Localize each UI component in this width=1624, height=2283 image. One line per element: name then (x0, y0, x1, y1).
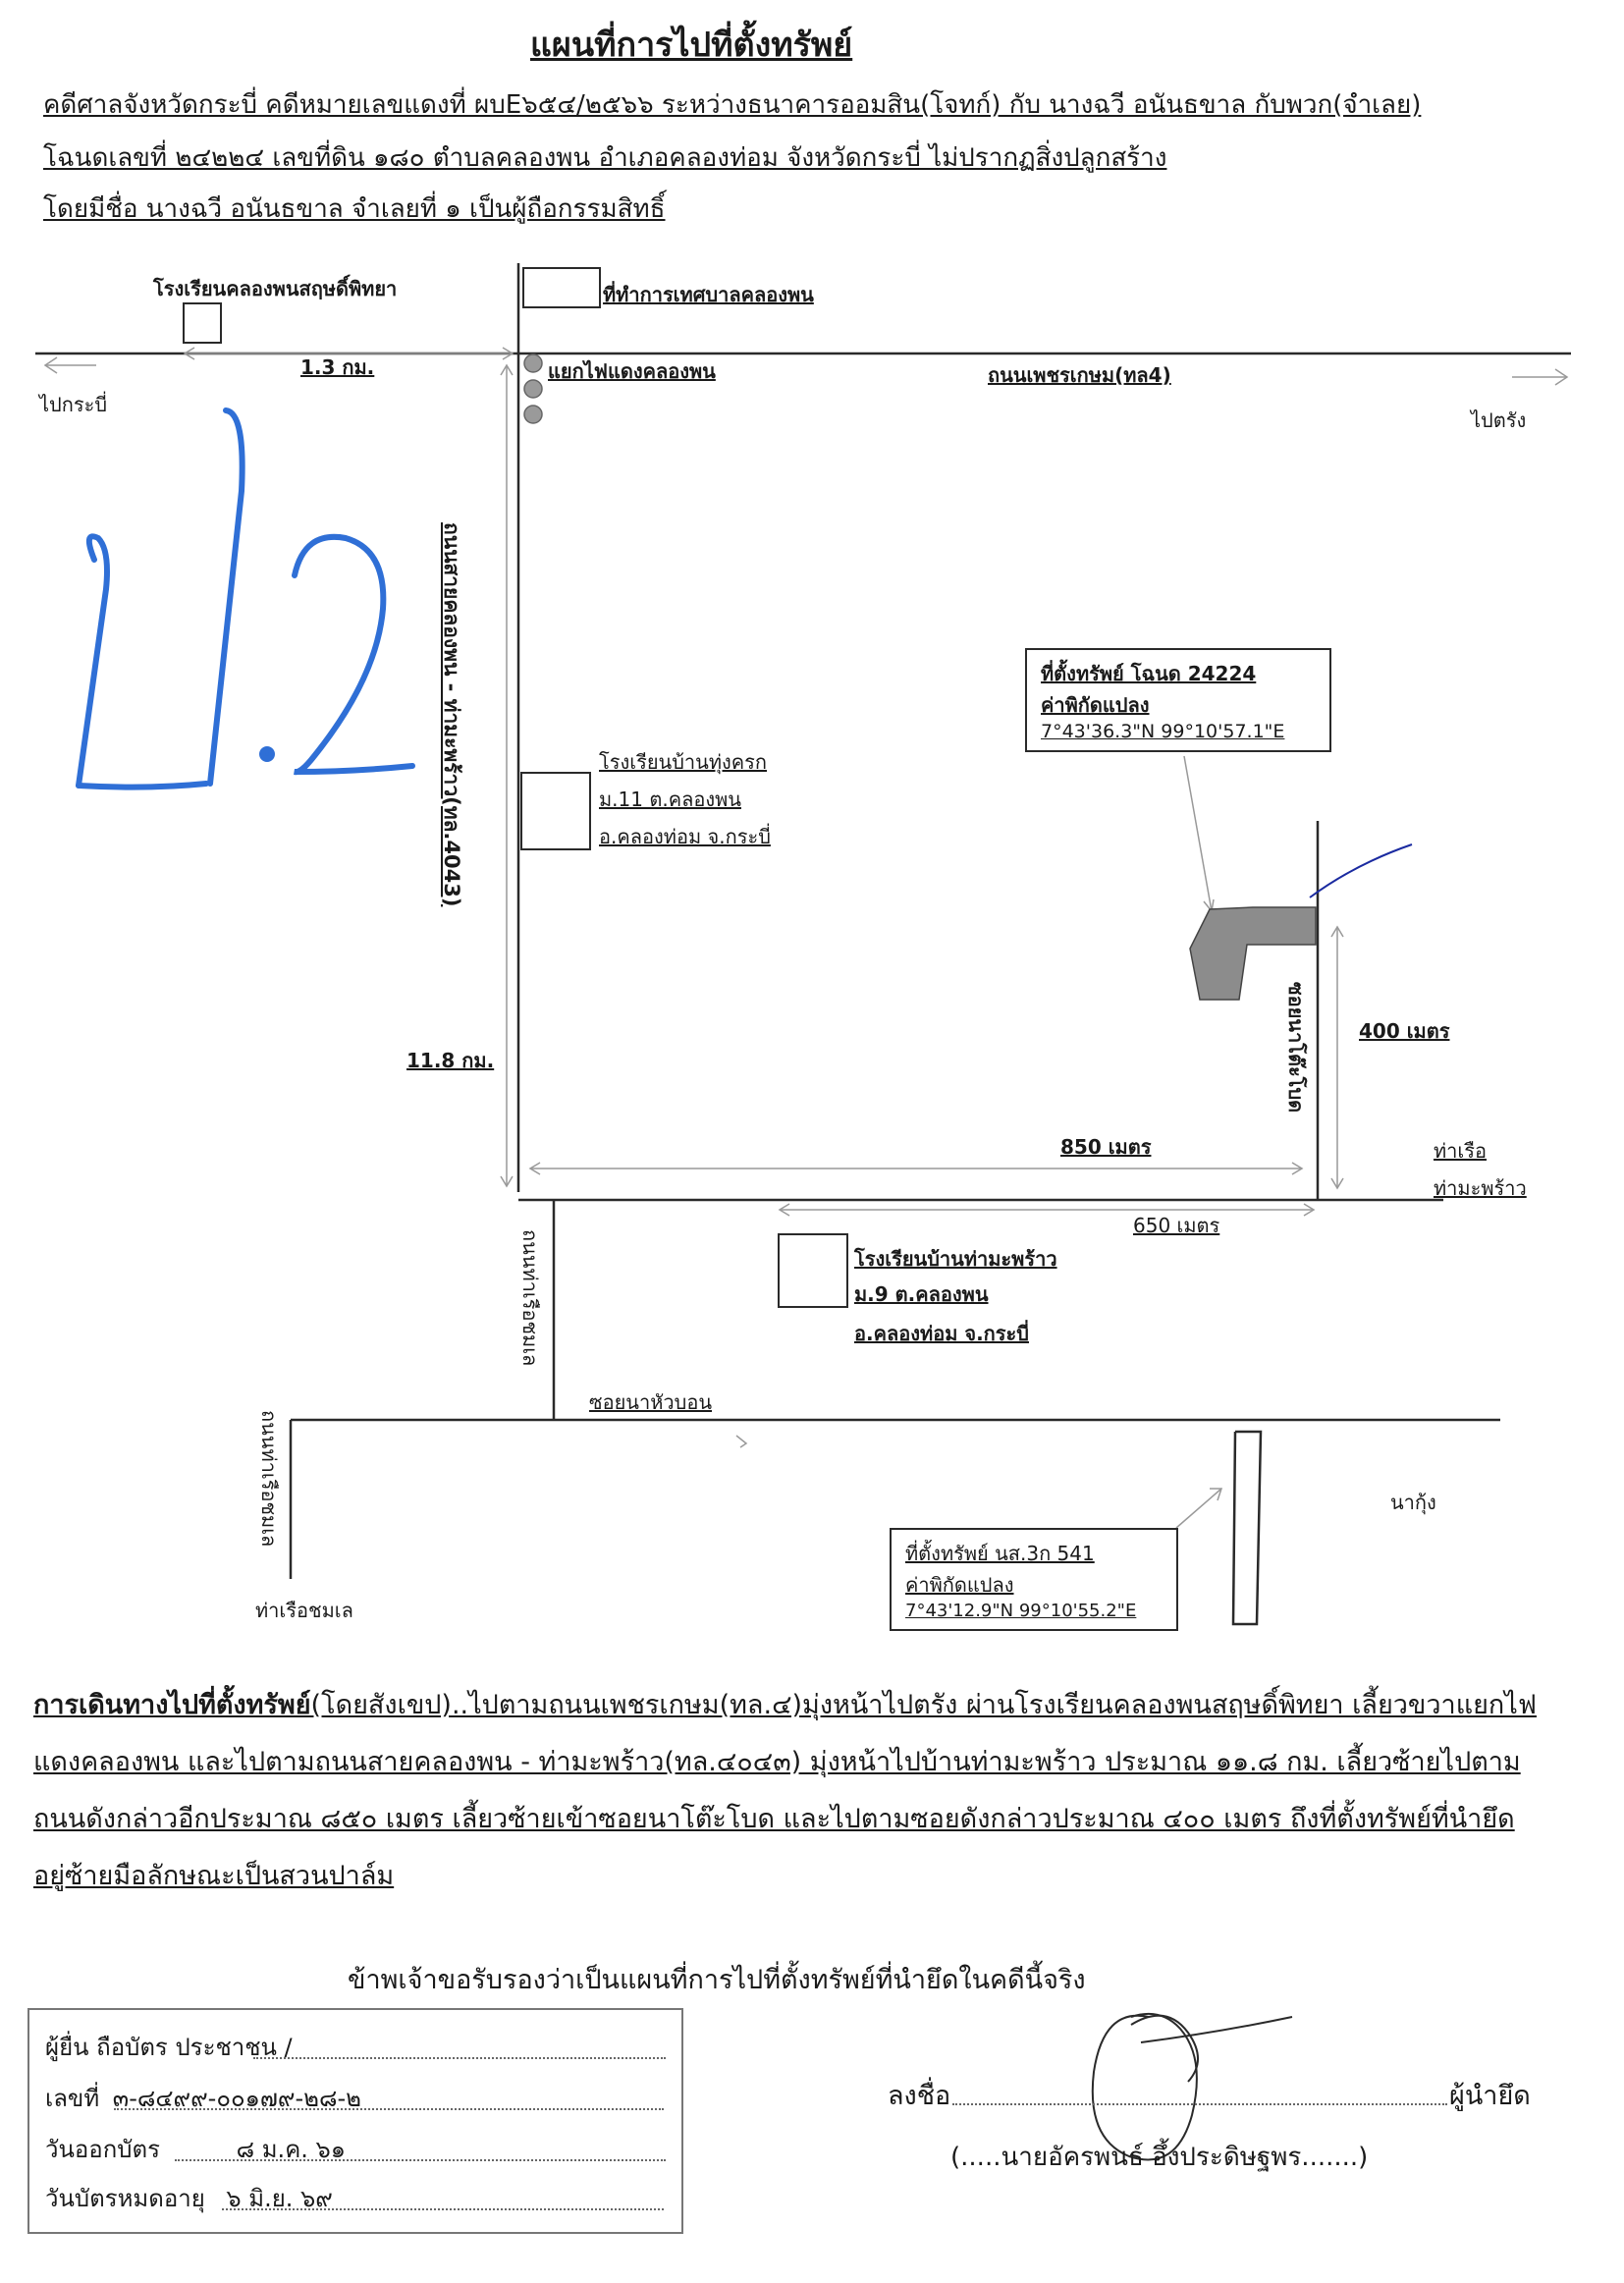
id-card-box: ผู้ยื่น ถือบัตร ประชาชน / เลขที่ ๓-๘๔๙๙-… (27, 2008, 683, 2234)
id-number-label: เลขที่ (45, 2085, 100, 2112)
junction-label: แยกไฟแดงคลองพน (548, 359, 716, 383)
school-top-label: โรงเรียนคลองพนสฤษดิ์พิทยา (153, 277, 398, 300)
pier-chomlae-label: ท่าเรือชมเล (255, 1599, 353, 1622)
municipality-building (522, 267, 601, 308)
owner-line: โดยมีชื่อ นางฉวี อนันธขาล จำเลยที่ ๑ เป็… (43, 194, 666, 224)
distance-850m: 850 เมตร (1060, 1135, 1152, 1159)
school-bot-village: ม.9 ต.คลองพน (854, 1282, 989, 1306)
id-issue-label: วันออกบัตร (45, 2136, 160, 2163)
side-road-label: ถนนสายคลองพน - ท่ามะพร้าว(ทล.4043) (440, 522, 463, 907)
nakung-label: นากุ้ง (1390, 1491, 1436, 1514)
school-bot-district: อ.คลองท่อม จ.กระบี่ (854, 1322, 1029, 1345)
road-pier-chomlae-label-1: ถนนท่าเรือชมเล (518, 1229, 542, 1367)
case-line: คดีศาลจังหวัดกระบี่ คดีหมายเลขแดงที่ ผบE… (43, 90, 1422, 120)
id-row-2: เลขที่ ๓-๘๔๙๙-๐๐๑๗๙-๒๘-๒ (45, 2079, 361, 2117)
signature-line (952, 2103, 1447, 2105)
school-mid-district: อ.คลองท่อม จ.กระบี่ (599, 825, 771, 848)
deed-line: โฉนดเลขที่ ๒๔๒๒๔ เลขที่ดิน ๑๘๐ ตำบลคลองพ… (43, 143, 1167, 173)
directions-paragraph: การเดินทางไปที่ตั้งทรัพย์(โดยสังเขป)..ไป… (33, 1677, 1595, 1905)
municipality-label: ที่ทำการเทศบาลคลองพน (603, 283, 814, 306)
distance-400m: 400 เมตร (1359, 1019, 1450, 1043)
id-row-3: วันออกบัตร ๘ ม.ค. ๖๑ (45, 2130, 346, 2168)
property2-title: ที่ตั้งทรัพย์ นส.3ก 541 (905, 1542, 1095, 1565)
school-mid-building (520, 772, 591, 850)
pier-tmp-label-2: ท่ามะพร้าว (1434, 1176, 1527, 1200)
directions-line-4: อยู่ซ้ายมือลักษณะเป็นสวนปาล์ม (33, 1861, 395, 1891)
directions-line-1: การเดินทางไปที่ตั้งทรัพย์(โดยสังเขป)..ไป… (33, 1677, 1595, 1734)
id-row-1: ผู้ยื่น ถือบัตร ประชาชน / (45, 2034, 293, 2061)
to-krabi-label: ไปกระบี่ (39, 393, 108, 416)
signature-role: ผู้นำยึด (1449, 2081, 1531, 2111)
to-trang-label: ไปตรัง (1471, 408, 1527, 432)
stamp-handwriting (76, 408, 415, 790)
directions-heading-suffix: (โดยสังเขป)..ไปตามถนนเพชรเกษม(ทล.๔)มุ่งห… (310, 1690, 1537, 1720)
directions-line-2: แดงคลองพน และไปตามถนนสายคลองพน - ท่ามะพร… (33, 1747, 1521, 1777)
property2-coord-label: ค่าพิกัดแปลง (905, 1573, 1014, 1597)
soi-nahua-label: ซอยนาหัวบอน (589, 1390, 712, 1414)
property1-coord-label: ค่าพิกัดแปลง (1041, 693, 1150, 717)
id-issue-value: ๘ ม.ค. ๖๑ (236, 2136, 346, 2163)
pier-tmp-label-1: ท่าเรือ (1434, 1139, 1488, 1163)
signer-name: (.....นายอัครพนธ์ อึ้งประดิษฐพร.......) (950, 2143, 1369, 2172)
property2-callout: ที่ตั้งทรัพย์ นส.3ก 541 ค่าพิกัดแปลง 7°4… (890, 1528, 1178, 1631)
directions-line-3: ถนนดังกล่าวอีกประมาณ ๘๕๐ เมตร เลี้ยวซ้าย… (33, 1804, 1515, 1834)
school-mid-name: โรงเรียนบ้านทุ่งครก (599, 750, 767, 774)
school-bot-name: โรงเรียนบ้านท่ามะพร้าว (854, 1247, 1057, 1271)
school-mid-village: ม.11 ต.คลองพน (599, 788, 741, 811)
certify-text: ข้าพเจ้าขอรับรองว่าเป็นแผนที่การไปที่ตั้… (348, 1965, 1086, 1995)
id-number-value: ๓-๘๔๙๙-๐๐๑๗๙-๒๘-๒ (112, 2085, 361, 2112)
id-expiry-value: ๖ มิ.ย. ๖๙ (226, 2185, 333, 2212)
property2-coord: 7°43'12.9"N 99°10'55.2"E (905, 1601, 1137, 1621)
property1-coord: 7°43'36.3"N 99°10'57.1"E (1041, 721, 1285, 742)
distance-11-8km: 11.8 กม. (406, 1049, 495, 1072)
distance-1-3km: 1.3 กม. (300, 355, 375, 379)
property-parcel (1189, 906, 1317, 1001)
road-pier-chomlae-label-2: ถนนท่าเรือชมเล (257, 1410, 281, 1548)
page-title: แผนที่การไปที่ตั้งทรัพย์ (530, 26, 853, 65)
soi-nato-label: ซอยนาโต๊ะโบด (1284, 982, 1308, 1114)
directions-heading: การเดินทางไปที่ตั้งทรัพย์ (33, 1690, 311, 1720)
school-top-building (183, 302, 222, 344)
distance-650m: 650 เมตร (1133, 1214, 1220, 1237)
id-expiry-label: วันบัตรหมดอายุ (45, 2185, 205, 2212)
id-row-4: วันบัตรหมดอายุ ๖ มิ.ย. ๖๙ (45, 2179, 333, 2217)
school-bot-building (778, 1233, 848, 1308)
property1-title: ที่ตั้งทรัพย์ โฉนด 24224 (1041, 662, 1257, 685)
main-road-label: ถนนเพชรเกษม(ทล4) (988, 363, 1171, 387)
signature-label: ลงชื่อ (888, 2081, 951, 2111)
property1-callout: ที่ตั้งทรัพย์ โฉนด 24224 ค่าพิกัดแปลง 7°… (1025, 648, 1331, 752)
